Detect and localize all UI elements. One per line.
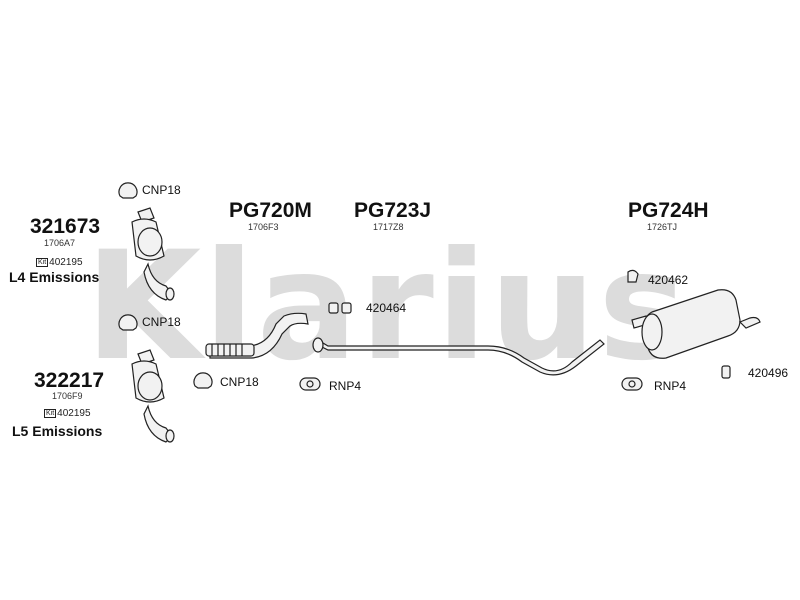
emissions-label-l5: L5 Emissions — [12, 423, 103, 439]
kit-number-value: 402195 — [57, 408, 91, 419]
part-code-1717z8: 1717Z8 — [373, 222, 404, 232]
rubber-ring-label: RNP4 — [329, 379, 362, 393]
part-number-pg720m: PG720M — [229, 199, 312, 222]
hanger-label: 420462 — [648, 273, 689, 287]
clamp-drawing — [118, 182, 213, 389]
hanger-label: 420464 — [366, 301, 407, 315]
part-code-1706f9: 1706F9 — [52, 391, 83, 401]
part-code-1726tj: 1726TJ — [647, 222, 678, 232]
part-number-321673: 321673 — [30, 215, 101, 238]
catalyst-321673-drawing — [131, 207, 175, 301]
hanger-drawing — [328, 269, 731, 379]
kit-icon: Kit — [36, 258, 49, 267]
catalyst-322217-drawing — [131, 349, 175, 443]
part-number-pg724h: PG724H — [628, 199, 709, 222]
emissions-label-l4: L4 Emissions — [9, 269, 100, 285]
hanger-label: 420496 — [748, 366, 789, 380]
middle-pipe-pg723j-drawing — [312, 337, 605, 376]
clamp-label: CNP18 — [220, 375, 259, 389]
clamp-label: CNP18 — [142, 183, 181, 197]
rubber-ring-label: RNP4 — [654, 379, 687, 393]
clamp-label: CNP18 — [142, 315, 181, 329]
rubber-ring-drawing — [299, 377, 643, 391]
kit-number-value: 402195 — [49, 257, 83, 268]
part-code-1706a7: 1706A7 — [44, 238, 76, 248]
part-number-pg723j: PG723J — [354, 199, 432, 222]
kit-icon: Kit — [44, 409, 57, 418]
part-number-322217: 322217 — [34, 369, 105, 392]
front-pipe-pg720m-drawing — [205, 312, 309, 359]
rear-silencer-pg724h-drawing — [631, 289, 761, 359]
part-code-1706f3: 1706F3 — [248, 222, 279, 232]
